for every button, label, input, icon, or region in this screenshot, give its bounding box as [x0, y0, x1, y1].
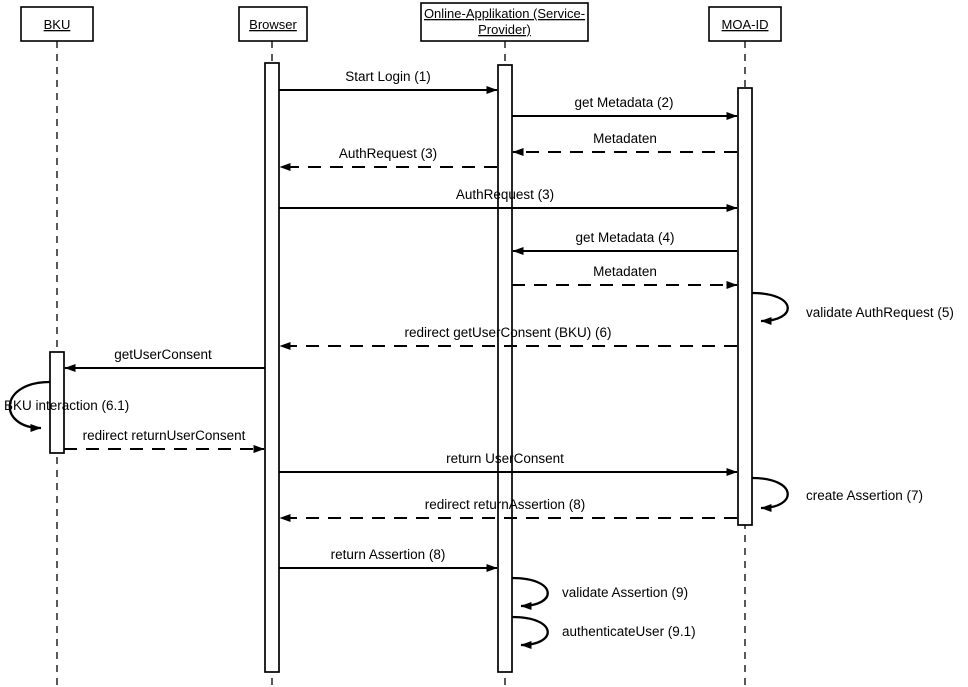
message-3: Metadaten	[512, 131, 737, 156]
message-5: AuthRequest (3)	[279, 187, 738, 212]
lifeline-box	[420, 2, 589, 42]
message-9: getUserConsent	[64, 347, 265, 372]
message-11: return UserConsent	[279, 451, 738, 476]
message-label: redirect getUserConsent (BKU) (6)	[404, 325, 611, 340]
message-label: Metadaten	[593, 264, 657, 279]
lifeline-header-sp[interactable]: Online-Applikation (Service-Provider)	[420, 2, 589, 42]
lifeline-header-browser[interactable]: Browser	[238, 6, 308, 42]
lifeline-headers: BKU Browser Online-Applikation (Service-Pr…	[20, 2, 782, 42]
lifeline-box	[20, 6, 94, 42]
self-message-18: authenticateUser (9.1)	[511, 615, 696, 649]
self-message-label: validate AuthRequest (5)	[806, 305, 954, 320]
self-messages: validate AuthRequest (5) BKU interaction …	[4, 291, 954, 649]
lifeline-label: Provider)	[478, 22, 531, 37]
self-message-label: BKU interaction (6.1)	[4, 398, 129, 413]
message-8: redirect getUserConsent (BKU) (6)	[279, 325, 737, 350]
message-12: redirect returnAssertion (8)	[279, 497, 737, 522]
message-6: get Metadata (4)	[512, 230, 737, 255]
message-label: AuthRequest (3)	[456, 187, 554, 202]
activation-bars	[49, 62, 753, 673]
message-1: Start Login (1)	[279, 69, 498, 94]
message-label: return Assertion (8)	[331, 547, 446, 562]
message-2: get Metadata (2)	[512, 95, 738, 120]
self-message-arrow	[8, 380, 51, 432]
activation-bar-bku	[49, 351, 65, 454]
lifeline-box	[708, 6, 782, 42]
activation-bar-browser	[264, 62, 280, 673]
self-message-arrow	[751, 291, 789, 325]
self-message-arrow	[751, 476, 789, 512]
self-message-15: BKU interaction (6.1)	[4, 380, 129, 432]
lifeline-box	[238, 6, 308, 42]
message-4: AuthRequest (3)	[279, 146, 497, 171]
activation-bar-sp	[497, 64, 513, 673]
messages: Start Login (1) get Metadata (2) Metadaten…	[64, 69, 738, 572]
lifeline-label: Online-Applikation (Service-	[424, 6, 585, 21]
lifeline-header-bku[interactable]: BKU	[20, 6, 94, 42]
self-message-arrow	[511, 615, 549, 649]
lifeline-label: Browser	[249, 17, 297, 32]
self-message-label: authenticateUser (9.1)	[562, 624, 696, 639]
message-label: get Metadata (2)	[574, 95, 673, 110]
message-label: Metadaten	[593, 131, 657, 146]
message-label: getUserConsent	[114, 347, 212, 362]
lifeline-header-moaid[interactable]: MOA-ID	[708, 6, 782, 42]
message-7: Metadaten	[512, 264, 738, 289]
self-message-arrow	[511, 576, 549, 610]
message-label: Start Login (1)	[345, 69, 431, 84]
activation-bar-moaid	[737, 87, 753, 526]
self-message-label: validate Assertion (9)	[562, 585, 688, 600]
message-label: redirect returnUserConsent	[83, 428, 246, 443]
self-message-16: create Assertion (7)	[751, 476, 923, 512]
self-message-14: validate AuthRequest (5)	[751, 291, 954, 325]
message-13: return Assertion (8)	[279, 547, 498, 572]
message-label: return UserConsent	[446, 451, 564, 466]
lifeline-label: BKU	[44, 17, 71, 32]
self-message-label: create Assertion (7)	[806, 488, 923, 503]
message-10: redirect returnUserConsent	[64, 428, 265, 453]
self-message-17: validate Assertion (9)	[511, 576, 688, 610]
message-label: AuthRequest (3)	[339, 146, 437, 161]
lifeline-label: MOA-ID	[722, 17, 769, 32]
message-label: get Metadata (4)	[575, 230, 674, 245]
message-label: redirect returnAssertion (8)	[425, 497, 586, 512]
